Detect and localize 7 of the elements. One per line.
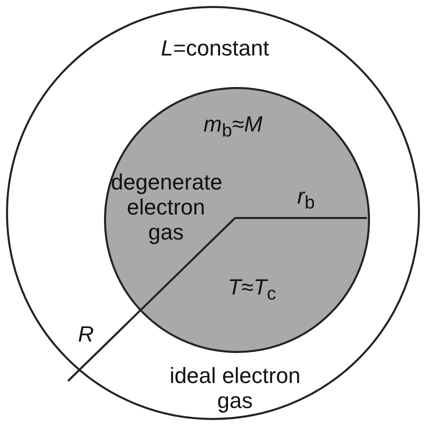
radius-label: r$_{b}$ <box>297 183 315 215</box>
region-label: m$_{b}$≈M <box>204 111 262 143</box>
radius-label: R <box>78 322 94 346</box>
region-label: T≈T$_{c}$ <box>228 274 276 306</box>
region-label: ideal electron gas <box>168 363 302 413</box>
region-label: L=constant <box>160 36 270 60</box>
region-label: degenerate electron gas <box>111 170 221 244</box>
